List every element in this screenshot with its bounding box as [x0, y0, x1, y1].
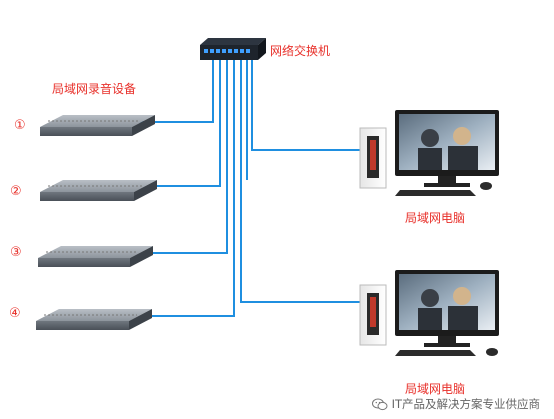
- switch-label: 网络交换机: [270, 44, 331, 58]
- network-switch-device: [200, 38, 266, 60]
- cable-recorder-3: [150, 60, 228, 254]
- recorder-device-2: [40, 180, 157, 201]
- wechat-icon: [371, 398, 388, 410]
- recorder-device-4: [36, 309, 152, 330]
- recorder-number-3: ③: [10, 245, 22, 260]
- cable-pc-bottom: [240, 60, 360, 303]
- cables: [138, 60, 360, 317]
- cable-pc-top: [251, 60, 360, 151]
- cable-recorder-2: [152, 60, 221, 187]
- pc-bottom-label: 局域网电脑: [405, 382, 466, 396]
- recorder-number-4: ④: [9, 306, 21, 321]
- watermark-text: IT产品及解决方案专业供应商: [391, 397, 540, 411]
- cable-recorder-4: [150, 60, 235, 317]
- recorder-device-1: [40, 115, 155, 136]
- pc-top-label: 局域网电脑: [405, 211, 466, 225]
- recorders-label: 局域网录音设备: [52, 82, 137, 96]
- recorder-device-3: [38, 246, 153, 267]
- watermark: IT产品及解决方案专业供应商: [367, 395, 544, 413]
- recorder-number-2: ②: [10, 184, 22, 199]
- pc-top-device: [359, 110, 499, 196]
- cable-recorder-1: [138, 60, 214, 123]
- pc-bottom-device: [359, 270, 499, 356]
- recorder-number-1: ①: [14, 118, 26, 133]
